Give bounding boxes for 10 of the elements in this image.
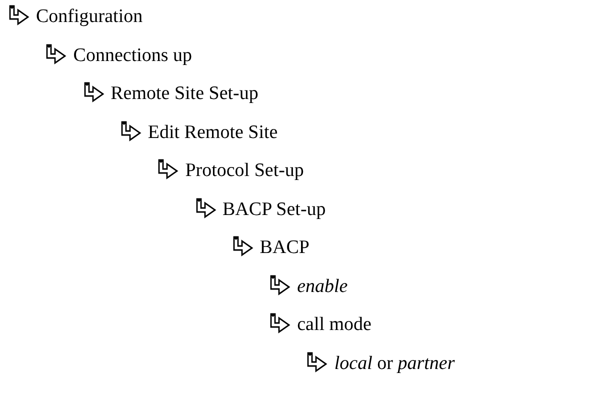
menu-item-text: call mode	[297, 313, 372, 337]
menu-item-text: Protocol Set-up	[185, 159, 304, 183]
menu-item-text: local or partner	[334, 352, 455, 376]
menu-item-text: Configuration	[36, 5, 143, 29]
menu-item-text: enable	[297, 274, 348, 298]
menu-item-text: BACP	[260, 236, 310, 260]
menu-item-text: Edit Remote Site	[148, 120, 278, 144]
menu-item-text: Connections up	[73, 44, 192, 68]
menu-item-text: BACP Set-up	[222, 198, 326, 222]
menu-item-text: Remote Site Set-up	[110, 82, 258, 106]
